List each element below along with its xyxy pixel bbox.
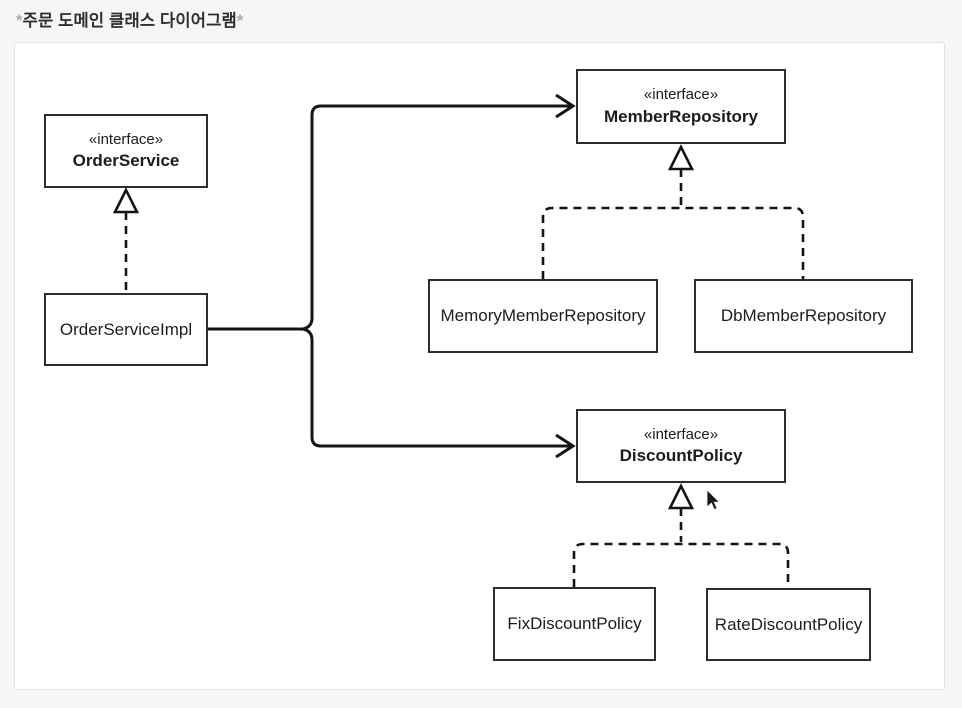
class-box-ratediscountpolicy: RateDiscountPolicy bbox=[706, 588, 871, 661]
class-name: FixDiscountPolicy bbox=[507, 614, 642, 634]
class-box-memorymemberrepository: MemoryMemberRepository bbox=[428, 279, 658, 353]
open-arrowhead-icon bbox=[555, 433, 576, 459]
class-box-orderservice: «interface» OrderService bbox=[44, 114, 208, 188]
stereotype-label: «interface» bbox=[88, 130, 164, 148]
edge-orderserviceimpl-discountpolicy bbox=[208, 327, 576, 459]
connector-layer bbox=[112, 93, 805, 588]
class-name: RateDiscountPolicy bbox=[714, 614, 863, 634]
stereotype-label: «interface» bbox=[643, 425, 719, 443]
hollow-triangle-icon bbox=[667, 483, 695, 510]
hollow-triangle-icon bbox=[667, 144, 695, 171]
class-name: DiscountPolicy bbox=[619, 446, 743, 466]
title-asterisk-right: * bbox=[236, 12, 244, 30]
class-box-orderserviceimpl: OrderServiceImpl bbox=[44, 293, 208, 366]
open-arrowhead-icon bbox=[555, 93, 576, 119]
diagram-panel: «interface» OrderService OrderServiceImp… bbox=[14, 42, 945, 690]
stereotype-label: «interface» bbox=[643, 86, 719, 103]
class-name: MemoryMemberRepository bbox=[440, 306, 646, 326]
class-name: OrderService bbox=[72, 151, 180, 171]
page-title: *주문 도메인 클래스 다이어그램* bbox=[16, 7, 244, 31]
class-name: DbMemberRepository bbox=[720, 306, 887, 326]
edge-orderserviceimpl-orderservice bbox=[112, 187, 140, 293]
hollow-triangle-icon bbox=[112, 187, 140, 214]
class-name: MemberRepository bbox=[604, 106, 758, 126]
class-box-fixdiscountpolicy: FixDiscountPolicy bbox=[493, 587, 656, 661]
class-box-memberrepository: «interface» MemberRepository bbox=[576, 69, 786, 144]
edge-orderserviceimpl-memberrepository bbox=[208, 93, 576, 331]
class-name: OrderServiceImpl bbox=[59, 319, 193, 339]
title-asterisk-left: * bbox=[16, 12, 23, 30]
class-box-discountpolicy: «interface» DiscountPolicy bbox=[576, 409, 786, 483]
title-text: 주문 도메인 클래스 다이어그램 bbox=[22, 12, 237, 30]
mouse-cursor-icon bbox=[706, 489, 721, 511]
class-box-dbmemberrepository: DbMemberRepository bbox=[694, 279, 913, 353]
edge-repositories-memberrepository bbox=[541, 169, 805, 279]
edge-policies-discountpolicy bbox=[572, 508, 790, 588]
